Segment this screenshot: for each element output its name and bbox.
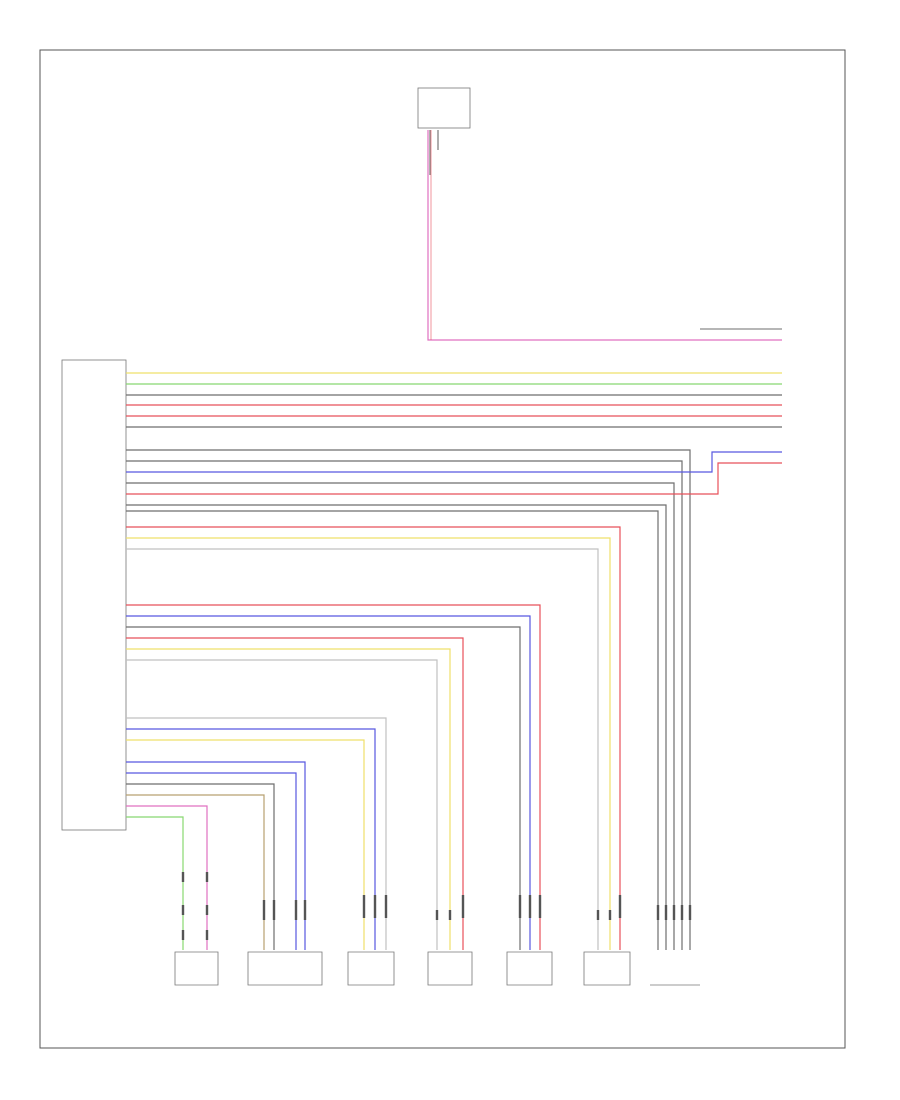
wire-red-2 [126, 604, 541, 950]
mid-wire-6 [126, 504, 667, 950]
wire-tan-5 [126, 794, 265, 950]
wire-red-1 [126, 526, 621, 950]
mid-wire-4 [126, 482, 675, 950]
upper-bus [126, 372, 782, 428]
wire-grey-4 [126, 717, 387, 950]
wire-red-3 [126, 637, 464, 950]
bottom-components [174, 951, 700, 986]
steering-angle-sensor-box [247, 951, 323, 986]
mid-wire-3 [126, 451, 782, 473]
diagram-frame [39, 49, 846, 1049]
connector-markers [181, 872, 692, 940]
mid-wire-2 [125, 449, 783, 462]
mid-wire-5 [126, 462, 782, 495]
middle-bus [125, 449, 783, 950]
wire-blue-5 [126, 761, 306, 950]
wire-grey-5 [126, 783, 275, 950]
left-steering-switch-box [506, 951, 553, 986]
wire-top-pink [427, 130, 782, 341]
wire-yellow-1 [126, 537, 611, 950]
wire-green-6 [126, 816, 184, 950]
mid-wire-2b [126, 460, 683, 950]
wire-grey-1 [126, 548, 599, 950]
wire-yellow-4 [126, 739, 365, 950]
mid-wire-1 [126, 449, 691, 950]
top-component [417, 87, 471, 175]
wire-blue-4 [126, 728, 376, 950]
top-component-box [417, 87, 471, 129]
mid-wire-7 [126, 510, 659, 950]
wire-blue-2 [126, 615, 531, 950]
electronic-module-box [61, 359, 127, 831]
wire-grey-2 [126, 626, 521, 950]
wire-blue-6 [126, 772, 297, 950]
horn-switch-box [174, 951, 219, 986]
wire-grey-3 [126, 659, 438, 950]
cruise-control-switch-box [347, 951, 395, 986]
multifunction-switch-box [427, 951, 473, 986]
wire-pink-6 [126, 805, 208, 950]
shift-paddle-box [583, 951, 631, 986]
wire-yellow-3 [126, 648, 451, 950]
